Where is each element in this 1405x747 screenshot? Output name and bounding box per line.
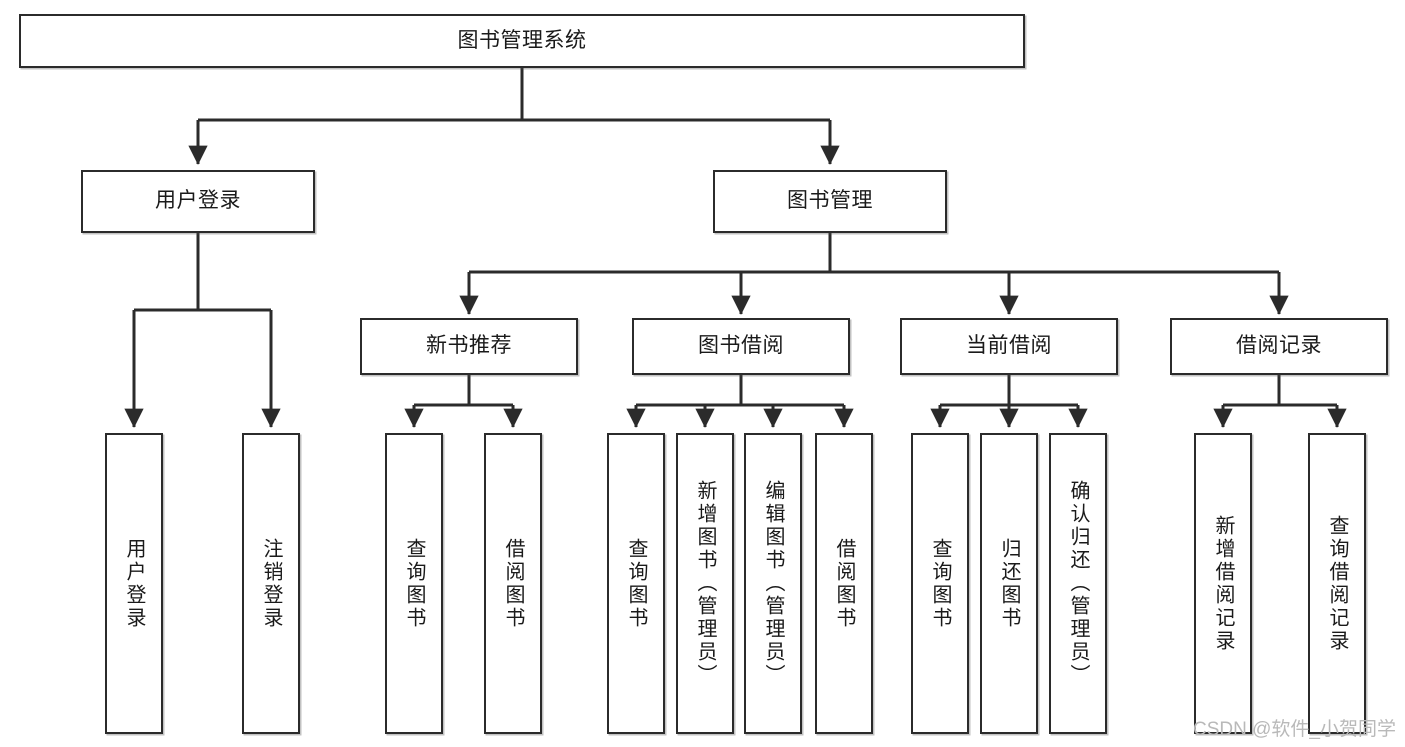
leaf-current-confirm-return-admin-label: 确认归还（管理员） (1067, 480, 1089, 687)
leaf-borrow-borrow-book-label: 借阅图书 (833, 537, 855, 630)
leaf-user-login-label: 用户登录 (123, 537, 145, 630)
leaf-newbook-query-book[interactable]: 查询图书 (385, 433, 443, 734)
leaf-borrow-add-book-admin-label: 新增图书（管理员） (694, 480, 716, 687)
node-book-management[interactable]: 图书管理 (713, 170, 947, 233)
csdn-watermark: CSDN @软件_小贺同学 (1193, 719, 1396, 740)
node-book-borrow-label: 图书借阅 (698, 334, 784, 358)
leaf-current-query-book[interactable]: 查询图书 (911, 433, 969, 734)
leaf-borrow-edit-book-admin[interactable]: 编辑图书（管理员） (744, 433, 802, 734)
leaf-borrow-query-book-label: 查询图书 (625, 537, 647, 630)
leaf-newbook-borrow-book-label: 借阅图书 (502, 537, 524, 630)
leaf-user-login[interactable]: 用户登录 (105, 433, 163, 734)
node-borrow-record-label: 借阅记录 (1236, 334, 1322, 358)
node-current-borrow-label: 当前借阅 (966, 334, 1052, 358)
node-current-borrow[interactable]: 当前借阅 (900, 318, 1118, 375)
leaf-newbook-borrow-book[interactable]: 借阅图书 (484, 433, 542, 734)
leaf-borrow-borrow-book[interactable]: 借阅图书 (815, 433, 873, 734)
node-new-book-recommend[interactable]: 新书推荐 (360, 318, 578, 375)
leaf-record-add-record-label: 新增借阅记录 (1212, 514, 1234, 653)
node-user-login-label: 用户登录 (155, 189, 241, 213)
leaf-current-return-book-label: 归还图书 (998, 537, 1020, 630)
node-user-login[interactable]: 用户登录 (81, 170, 315, 233)
leaf-borrow-edit-book-admin-label: 编辑图书（管理员） (762, 480, 784, 687)
node-root[interactable]: 图书管理系统 (19, 14, 1025, 68)
leaf-newbook-query-book-label: 查询图书 (403, 537, 425, 630)
leaf-record-query-record[interactable]: 查询借阅记录 (1308, 433, 1366, 734)
node-new-book-recommend-label: 新书推荐 (426, 334, 512, 358)
node-book-borrow[interactable]: 图书借阅 (632, 318, 850, 375)
leaf-logout[interactable]: 注销登录 (242, 433, 300, 734)
node-book-management-label: 图书管理 (787, 189, 873, 213)
leaf-current-confirm-return-admin[interactable]: 确认归还（管理员） (1049, 433, 1107, 734)
leaf-current-query-book-label: 查询图书 (929, 537, 951, 630)
leaf-borrow-query-book[interactable]: 查询图书 (607, 433, 665, 734)
leaf-record-add-record[interactable]: 新增借阅记录 (1194, 433, 1252, 734)
leaf-current-return-book[interactable]: 归还图书 (980, 433, 1038, 734)
node-root-label: 图书管理系统 (457, 28, 587, 52)
leaf-borrow-add-book-admin[interactable]: 新增图书（管理员） (676, 433, 734, 734)
leaf-record-query-record-label: 查询借阅记录 (1326, 514, 1348, 653)
leaf-logout-label: 注销登录 (260, 537, 282, 630)
node-borrow-record[interactable]: 借阅记录 (1170, 318, 1388, 375)
